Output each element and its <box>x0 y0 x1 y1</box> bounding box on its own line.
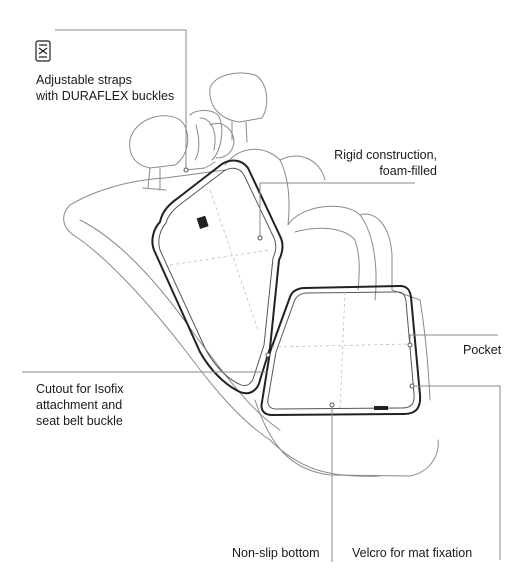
label-pocket: Pocket <box>463 342 501 358</box>
label-cutout-line2: attachment and <box>36 398 123 412</box>
label-rigid: Rigid construction, foam-filled <box>300 147 437 179</box>
back-panel-seams <box>169 189 271 331</box>
brand-tag <box>196 215 209 229</box>
protector-base-panel <box>260 285 422 416</box>
base-panel-seams <box>271 291 411 409</box>
protector-back-panel <box>151 159 284 395</box>
leader-lines <box>22 29 501 562</box>
leader-rigid <box>259 182 415 238</box>
label-cutout: Cutout for Isofix attachment and seat be… <box>36 381 124 429</box>
label-straps: Adjustable straps with DURAFLEX buckles <box>36 72 174 104</box>
label-cutout-line1: Cutout for Isofix <box>36 382 124 396</box>
label-straps-line2: with DURAFLEX buckles <box>36 89 175 103</box>
leader-straps <box>55 29 187 170</box>
buckle-icon <box>35 40 51 62</box>
leader-pocket <box>409 334 498 345</box>
leader-velcro <box>412 385 501 560</box>
label-rigid-line1: Rigid construction, <box>334 148 437 162</box>
label-velcro-line1: Velcro for mat fixation <box>352 546 473 560</box>
label-straps-line1: Adjustable straps <box>36 73 132 87</box>
label-velcro: Velcro for mat fixation <box>352 545 472 561</box>
label-pocket-line1: Pocket <box>463 343 502 357</box>
label-cutout-line3: seat belt buckle <box>36 414 123 428</box>
label-nonslip: Non-slip bottom <box>232 545 320 561</box>
base-brand-tag <box>374 406 388 410</box>
car-seat-outline <box>63 72 439 477</box>
label-rigid-line2: foam-filled <box>379 164 437 178</box>
leader-dots <box>183 167 415 408</box>
label-nonslip-line1: Non-slip bottom <box>232 546 320 560</box>
